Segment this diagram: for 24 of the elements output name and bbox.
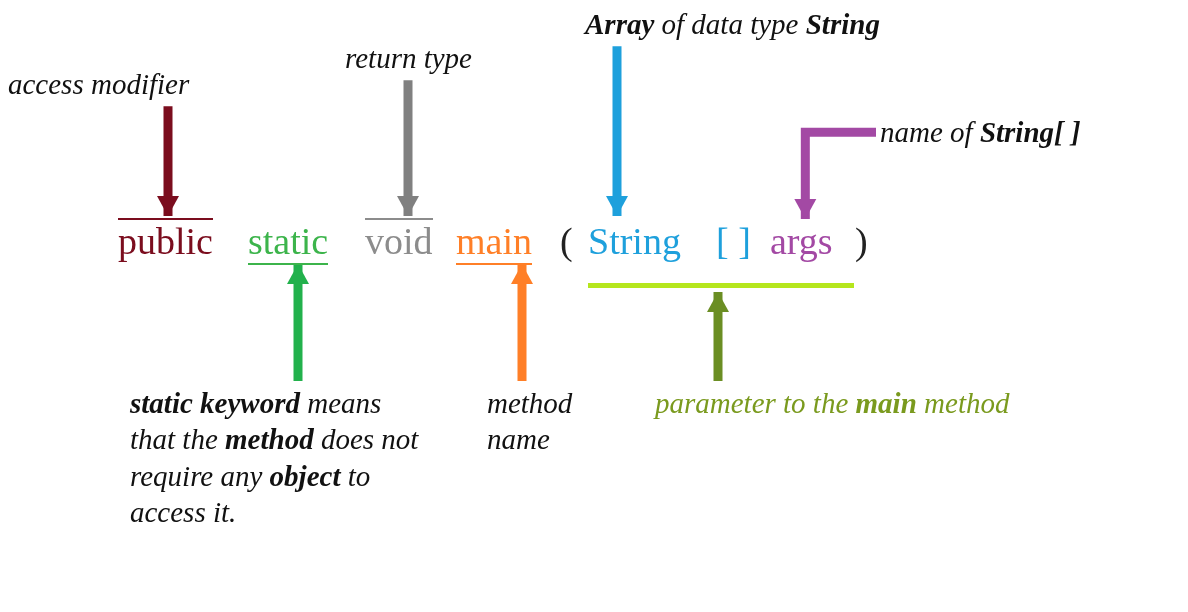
annotation-text: access modifier (8, 66, 190, 103)
annotation-text: return type (345, 40, 472, 77)
code-keyword: public (118, 222, 213, 260)
annotation-text: parameter to the main method (655, 385, 1135, 422)
code-keyword: void (365, 222, 433, 260)
annotation-text: static keyword means that the method does not require any object to access it. (130, 385, 430, 530)
method-name-text: main (456, 222, 532, 260)
arrow (707, 292, 729, 381)
arrow (606, 46, 628, 216)
parenthesis-text: ) (855, 222, 868, 260)
underline-bar (588, 283, 854, 288)
arrow (511, 264, 533, 381)
arrow (397, 80, 419, 216)
annotation-text: Array of data type String (585, 6, 915, 43)
arrow (157, 106, 179, 216)
annotation-text: name of String[ ] (880, 114, 1081, 151)
annotation-text: method name (487, 385, 627, 458)
parameter-name-text: args (770, 222, 833, 260)
arrow (794, 127, 876, 219)
arrow (287, 264, 309, 381)
brackets-text: [ ] (716, 222, 751, 260)
type-name-text: String (588, 222, 681, 260)
parenthesis-text: ( (560, 222, 573, 260)
code-keyword: static (248, 222, 329, 260)
